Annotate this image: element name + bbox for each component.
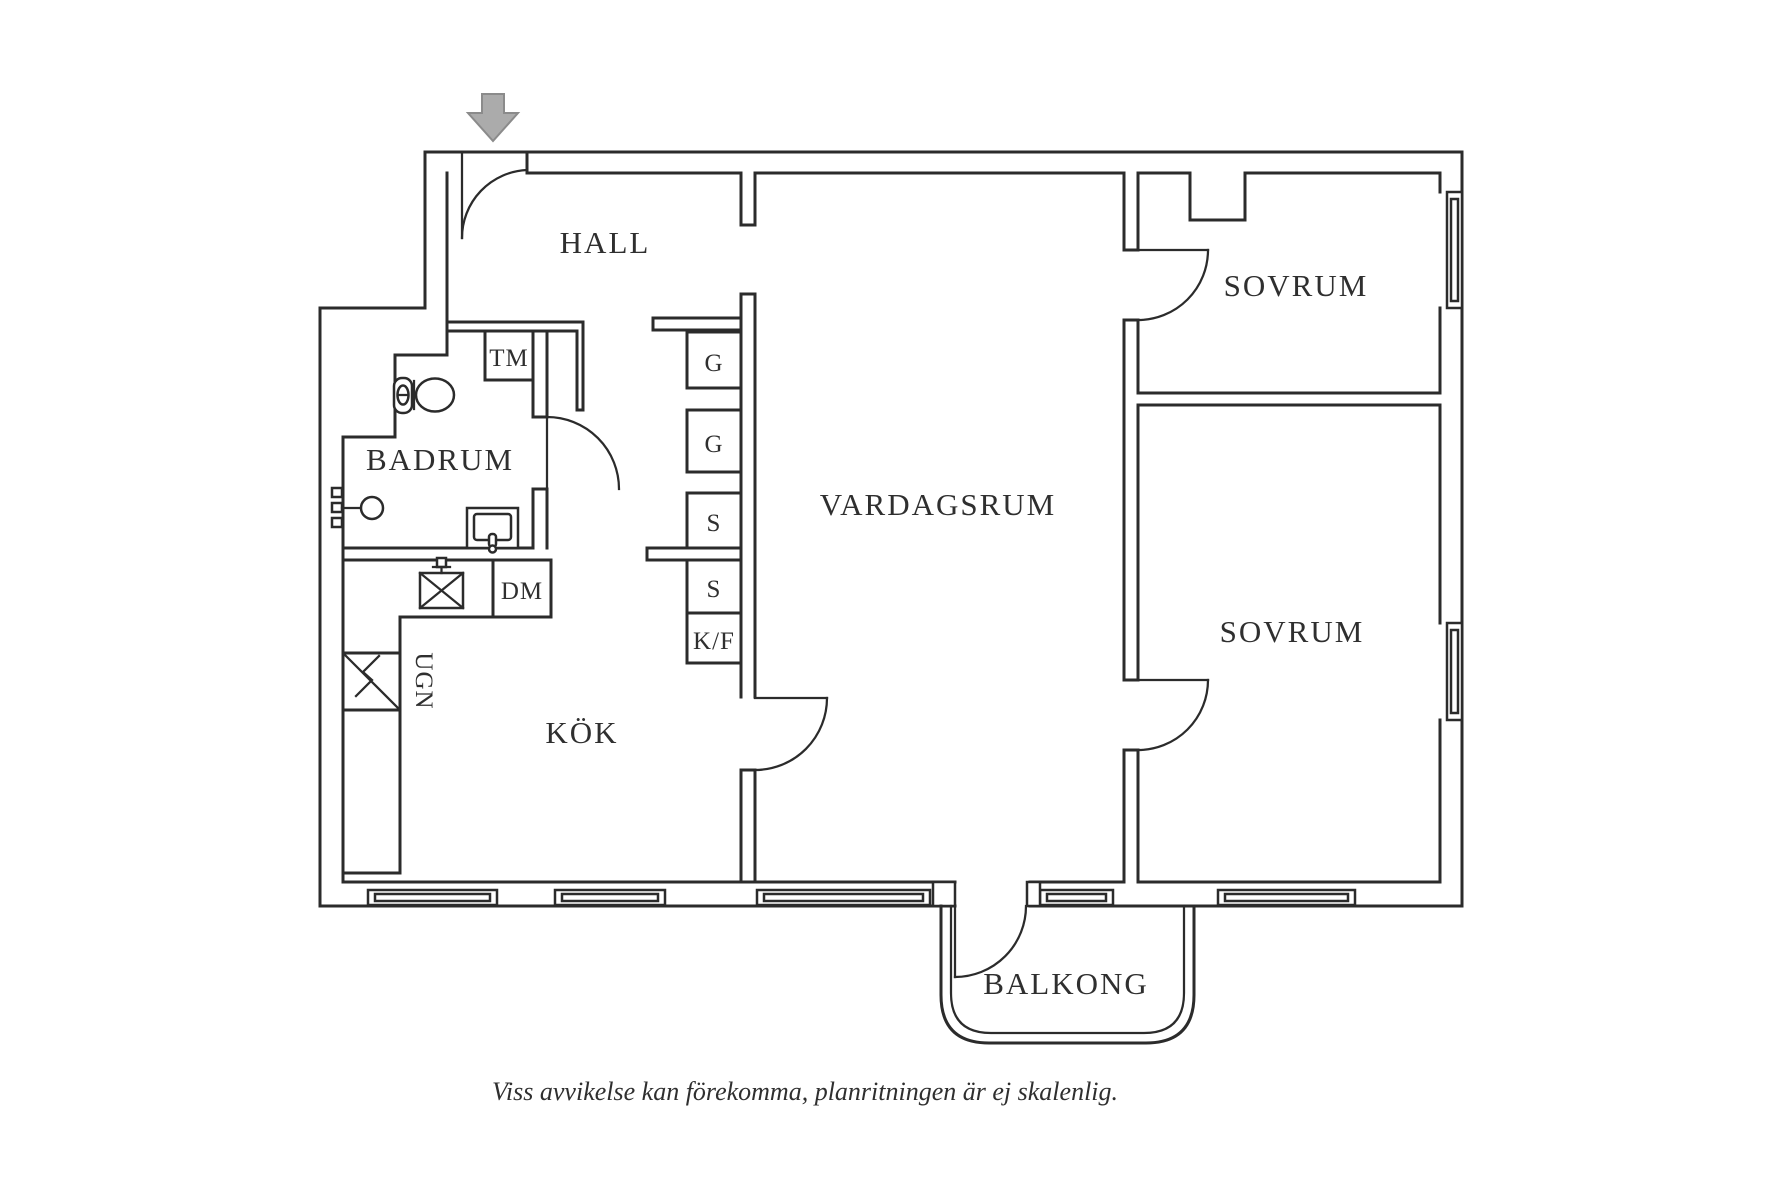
window-sovrum-bottom-right — [1445, 621, 1464, 722]
room-label-vardagsrum: VARDAGSRUM — [820, 487, 1057, 522]
window-sovrum-bottom — [1216, 888, 1357, 907]
badrum-walls — [341, 329, 553, 562]
room-label-balkong: BALKONG — [983, 966, 1149, 1001]
closet-label-kf: K/F — [693, 628, 735, 655]
room-label-kok: KÖK — [545, 715, 618, 750]
room-label-sovrum-bottom: SOVRUM — [1220, 614, 1365, 649]
balkong-walls — [931, 880, 1196, 1045]
balcony-door-jamb-left — [931, 880, 957, 908]
sovrum-top-door — [1136, 248, 1210, 322]
kok-door — [753, 696, 829, 772]
kok-walls — [341, 558, 553, 875]
shower-icon — [330, 486, 385, 529]
disclaimer-caption: Viss avvikelse kan förekomma, planritnin… — [492, 1077, 1118, 1106]
window-vardagsrum-left — [755, 888, 932, 907]
closet-label-s1: S — [707, 510, 722, 537]
sovrum-walls — [1122, 171, 1442, 884]
closet-label-s2: S — [707, 576, 722, 603]
fridge-freezer-box — [685, 611, 743, 665]
balkong-door — [953, 904, 1028, 979]
fixture-label-dm: DM — [501, 578, 543, 605]
room-label-hall: HALL — [560, 225, 651, 260]
closet-label-g1: G — [704, 350, 723, 377]
window-vardagsrum-right — [1038, 888, 1115, 907]
balcony-door-jamb-right — [1025, 880, 1042, 908]
hall-walls — [445, 150, 757, 412]
window-kok-right — [553, 888, 667, 907]
window-kok-left — [366, 888, 499, 907]
closet-column-walls — [645, 292, 757, 884]
labels: HALL BADRUM KÖK VARDAGSRUM SOVRUM SOVRUM… — [366, 225, 1369, 1106]
room-label-badrum: BADRUM — [366, 442, 514, 477]
fixture-label-ugn: UGN — [410, 652, 437, 709]
kitchen-sink-icon — [418, 556, 465, 610]
window-sovrum-top-right — [1445, 190, 1464, 310]
closet-g2-box — [685, 408, 743, 474]
sovrum-bottom-door — [1136, 678, 1210, 752]
closet-label-g2: G — [704, 431, 723, 458]
toilet-icon — [392, 376, 456, 415]
room-label-sovrum-top: SOVRUM — [1224, 268, 1369, 303]
fixture-label-tm: TM — [489, 345, 529, 372]
bathroom-sink-icon — [465, 506, 520, 554]
badrum-door — [545, 415, 621, 491]
closet-g1-box — [685, 330, 743, 390]
entrance-door — [460, 150, 529, 240]
entry-arrow-icon — [465, 93, 521, 143]
closet-s1-box — [685, 491, 743, 550]
